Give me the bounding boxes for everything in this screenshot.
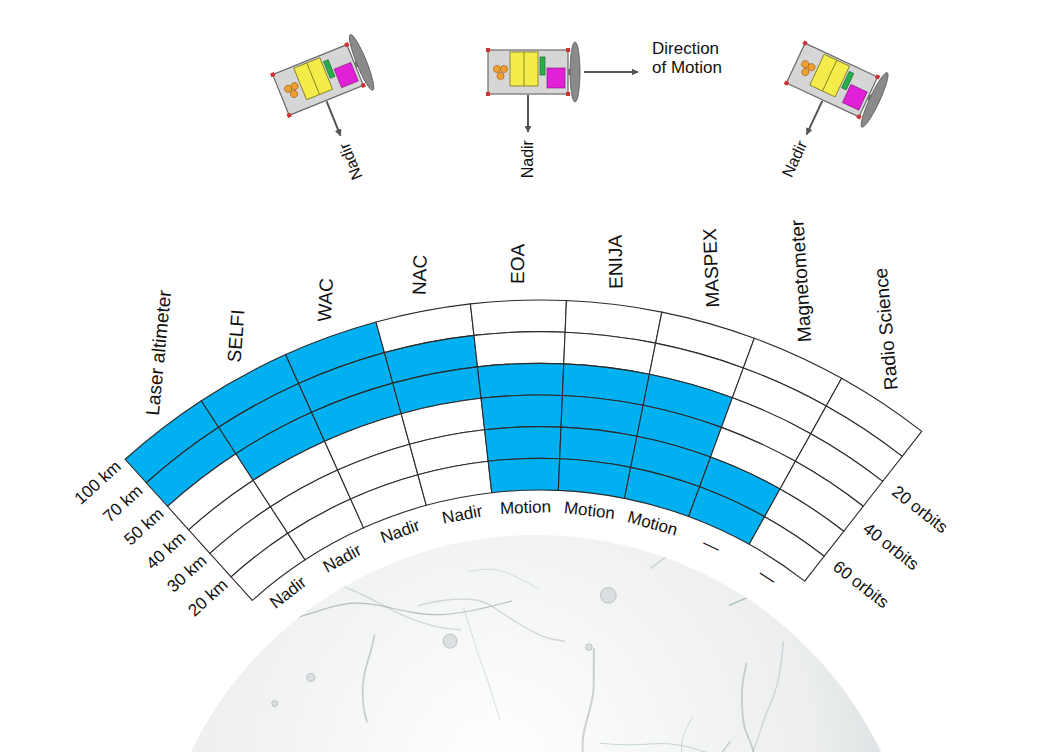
spacecraft <box>769 35 892 156</box>
instrument-cell <box>689 487 765 545</box>
instrument-cell <box>474 332 565 367</box>
body-marker <box>361 83 366 88</box>
surface-crack <box>289 601 512 620</box>
body-marker <box>856 114 861 119</box>
pointing-label: Motion <box>625 507 679 540</box>
surface-crack <box>417 599 565 641</box>
instrument-cell <box>470 300 566 335</box>
block-divider <box>307 63 320 95</box>
instrument-cell <box>558 459 630 499</box>
spacecraft-body <box>786 43 877 117</box>
instrument-label: Radio Science <box>870 267 903 391</box>
pointing-label: Motion <box>563 498 616 524</box>
body-marker <box>875 74 880 79</box>
nadir-arrow <box>327 101 341 135</box>
body-marker <box>802 40 807 45</box>
instrument-label: WAC <box>314 277 338 322</box>
instrument-cell <box>418 461 492 505</box>
nadir-label: Nadir <box>335 140 366 182</box>
spacecraft <box>486 42 638 132</box>
propellant-tank <box>290 82 299 91</box>
surface-crack <box>363 635 375 722</box>
nadir-arrow <box>527 95 529 132</box>
green-module <box>324 60 335 79</box>
crater <box>307 673 315 681</box>
instrument-label: EOA <box>507 244 529 284</box>
surface-crack <box>600 743 802 752</box>
instrument-label: Laser altimeter <box>141 289 175 416</box>
antenna-dish <box>857 71 891 130</box>
crater <box>600 587 616 603</box>
surface-cracks <box>135 496 999 752</box>
surface-crack <box>742 663 807 752</box>
surface-craters <box>251 587 861 752</box>
green-module <box>540 57 545 75</box>
propellant-tank <box>493 65 500 72</box>
instrument-label: SELFI <box>224 308 250 362</box>
crater <box>586 644 593 651</box>
spacecraft-body <box>488 50 568 94</box>
body-marker <box>287 113 292 118</box>
body-marker <box>566 92 570 96</box>
crater <box>272 701 278 707</box>
motion-arrow <box>584 71 638 73</box>
enceladus-surface <box>135 496 999 752</box>
pointing-label: Nadir <box>378 516 423 548</box>
antenna-dish <box>346 33 378 92</box>
propellant-tank <box>497 72 504 79</box>
instrument-block <box>810 54 850 97</box>
surface-crack <box>681 716 693 752</box>
nadir-label: Nadir <box>519 140 537 178</box>
block-divider <box>822 60 836 91</box>
surface-crack <box>340 585 461 630</box>
instrument-block <box>510 52 538 86</box>
body-marker <box>486 48 490 52</box>
direction-label: Direction of Motion <box>652 39 736 78</box>
spacecraft <box>268 33 389 152</box>
propellant-tank <box>289 89 298 98</box>
instrument-grid <box>125 300 922 600</box>
orbit-label: 40 orbits <box>859 519 922 575</box>
nadir-label: Nadir <box>779 138 812 180</box>
surface-crack <box>613 741 730 752</box>
body-marker <box>566 48 570 52</box>
body-marker <box>344 42 349 47</box>
nadir-arrow <box>807 101 823 135</box>
instrument-cell <box>481 395 562 430</box>
orbit-label: 60 orbits <box>829 557 892 613</box>
instrument-cell <box>488 458 560 492</box>
instrument-label: NAC <box>409 255 432 296</box>
antenna-dish <box>570 42 580 102</box>
instrument-label: ENIJA <box>604 234 627 288</box>
magenta-module <box>842 84 867 110</box>
propellant-tank <box>500 65 507 72</box>
pointing-label: — <box>700 533 724 558</box>
spacecraft-body <box>273 45 364 116</box>
body-marker <box>784 80 789 85</box>
instrument-cell <box>478 363 564 398</box>
instrument-label: MASPEX <box>699 228 724 308</box>
surface-crack <box>729 581 855 606</box>
instrument-label: Magnetometer <box>786 219 816 343</box>
pointing-label: Nadir <box>440 502 484 529</box>
pointing-label: — <box>755 564 780 590</box>
pointing-label: Motion <box>500 497 552 518</box>
instrument-cell <box>485 427 561 462</box>
crater <box>443 634 457 648</box>
surface-crack <box>752 641 783 752</box>
magenta-module <box>334 62 358 87</box>
magenta-module <box>547 68 565 88</box>
body-marker <box>486 92 490 96</box>
surface-crack <box>469 569 539 589</box>
propellant-tank <box>801 67 811 77</box>
surface-crack <box>464 608 501 720</box>
orbit-label: 20 orbits <box>888 482 951 538</box>
body-marker <box>270 72 275 77</box>
block-divider <box>524 52 525 86</box>
surface-crack <box>583 648 645 752</box>
